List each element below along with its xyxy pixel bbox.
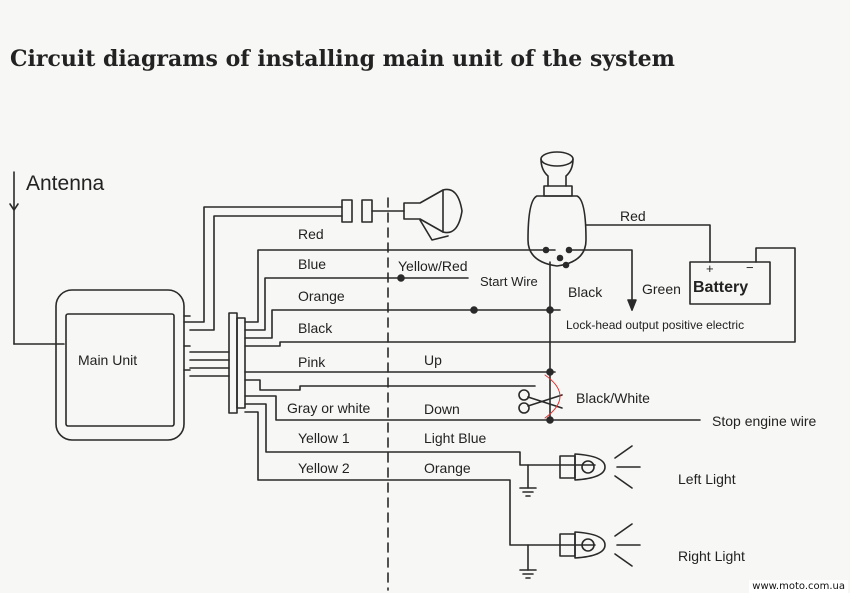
- battery-minus: −: [746, 260, 754, 275]
- red-wire-label: Red: [298, 226, 324, 242]
- ignition-switch-icon: [527, 151, 711, 421]
- yellow2-wire-label: Yellow 2: [298, 460, 350, 476]
- right-light-label: Right Light: [678, 548, 745, 564]
- orange-right-label: Orange: [424, 460, 471, 476]
- stop-engine-label: Stop engine wire: [712, 413, 817, 429]
- red-battery-label: Red: [620, 208, 646, 224]
- antenna-label: Antenna: [26, 172, 105, 195]
- siren-horn-icon: [403, 188, 463, 241]
- black-white-label: Black/White: [576, 390, 650, 406]
- right-light-icon: [519, 523, 641, 579]
- battery-plus: +: [706, 261, 714, 276]
- orange-wire-label: Orange: [298, 288, 345, 304]
- siren-wires: [183, 206, 343, 331]
- battery-box: [689, 261, 771, 305]
- junction-dots: [397, 274, 554, 424]
- pink-wire-label: Pink: [298, 354, 326, 370]
- lock-head-label: Lock-head output positive electric: [566, 318, 745, 332]
- up-label: Up: [424, 352, 442, 368]
- gray-white-wire-label: Gray or white: [287, 400, 371, 416]
- light-blue-label: Light Blue: [424, 430, 487, 446]
- blue-wire-label: Blue: [298, 256, 327, 272]
- main-unit-label: Main Unit: [78, 352, 138, 368]
- yellow1-wire-label: Yellow 1: [298, 430, 350, 446]
- watermark: www.moto.com.ua: [749, 580, 848, 593]
- siren-connector: [341, 199, 405, 223]
- main-unit-box: [55, 289, 191, 441]
- yellow-red-label: Yellow/Red: [398, 258, 468, 274]
- green-label: Green: [642, 281, 681, 297]
- harness-wires: [244, 247, 796, 546]
- black-wire-label: Black: [298, 320, 333, 336]
- diagram-title: Circuit diagrams of installing main unit…: [10, 46, 675, 72]
- left-light-icon: [519, 445, 641, 497]
- start-wire-label: Start Wire: [480, 274, 538, 289]
- battery-label: Battery: [693, 279, 749, 296]
- connector-block: [189, 312, 246, 414]
- cut-marker: [544, 374, 561, 419]
- left-light-label: Left Light: [678, 471, 736, 487]
- down-label: Down: [424, 401, 460, 417]
- scissors-icon: [518, 389, 563, 414]
- black-switch-label: Black: [568, 284, 603, 300]
